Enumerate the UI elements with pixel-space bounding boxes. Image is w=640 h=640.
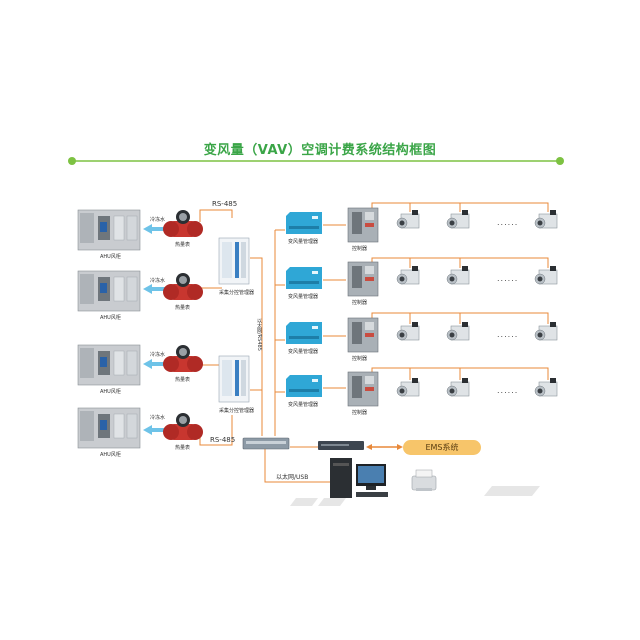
computer (330, 458, 388, 498)
energy-meter-label: 热量表 (175, 445, 191, 451)
energy-meter-label: 热量表 (175, 377, 191, 383)
vav-manager-label: 变风量管理器 (288, 402, 319, 408)
vav-manager (286, 375, 322, 397)
ethernet-switch (242, 437, 290, 450)
vav-manager-label: 变风量管理器 (288, 294, 319, 300)
ethernet-usb-label: 以太网/USB (276, 474, 309, 481)
vav-terminal-box (396, 322, 420, 341)
controller (347, 261, 379, 297)
energy-meter-label: 热量表 (175, 305, 191, 311)
controller-label: 控制器 (352, 246, 368, 252)
more-devices-ellipsis: ...... (497, 218, 519, 227)
vav-manager (286, 322, 322, 344)
chilled-water-label: 冷冻水 (150, 352, 166, 358)
ahu-label: AHU风柜 (100, 254, 121, 260)
ahu-label: AHU风柜 (100, 389, 121, 395)
footer-stripes (290, 486, 540, 506)
printer (411, 469, 437, 491)
ahu-unit (77, 407, 141, 449)
diagram-title: 变风量（VAV）空调计费系统结构框图 (203, 143, 437, 158)
vav-terminal-box (446, 322, 470, 341)
chilled-water-label: 冷冻水 (150, 415, 166, 421)
ahu-label: AHU风柜 (100, 315, 121, 321)
vav-terminal-box (396, 378, 420, 397)
vav-manager-label: 变风量管理器 (288, 349, 319, 355)
controller (347, 371, 379, 407)
vav-manager-label: 变风量管理器 (288, 239, 319, 245)
energy-meter-label: 热量表 (175, 242, 191, 248)
ems-arrow (366, 444, 403, 450)
vav-terminal-box (446, 378, 470, 397)
heat-meter (163, 210, 203, 237)
divider-dot-left (68, 157, 76, 165)
controller (347, 317, 379, 353)
heat-meter (163, 345, 203, 372)
controller-label: 控制器 (352, 356, 368, 362)
chilled-water-arrows (143, 224, 165, 435)
controller-label: 控制器 (352, 300, 368, 306)
server-router (318, 441, 364, 450)
vav-terminal-box (534, 322, 558, 341)
vav-terminal-box (446, 210, 470, 229)
vav-manager (286, 212, 322, 234)
vav-terminal-box (396, 210, 420, 229)
rs485-top-label: RS-485 (212, 200, 238, 208)
bus-label: 以太网/RS485 (256, 318, 262, 351)
vav-manager (286, 267, 322, 289)
ahu-label: AHU风柜 (100, 452, 121, 458)
ahu-unit (77, 270, 141, 312)
collector-cabinet (218, 355, 250, 403)
vav-terminal-box (446, 266, 470, 285)
rs485-bottom-label: RS-485 (210, 436, 236, 444)
vav-terminal-box (396, 266, 420, 285)
more-devices-ellipsis: ...... (497, 330, 519, 339)
ahu-unit (77, 209, 141, 251)
collector-label: 采集分控管理器 (219, 408, 255, 414)
chilled-water-label: 冷冻水 (150, 278, 166, 284)
heat-meter (163, 413, 203, 440)
ems-system-badge: EMS系统 (403, 440, 481, 455)
controller (347, 207, 379, 243)
vav-terminal-box (534, 210, 558, 229)
divider-dot-right (556, 157, 564, 165)
chilled-water-label: 冷冻水 (150, 217, 166, 223)
vav-terminal-box (534, 266, 558, 285)
vav-terminal-box (534, 378, 558, 397)
heat-meter (163, 273, 203, 300)
connection-lines (199, 202, 549, 483)
collector-cabinet (218, 237, 250, 285)
more-devices-ellipsis: ...... (497, 274, 519, 283)
more-devices-ellipsis: ...... (497, 386, 519, 395)
collector-label: 采集分控管理器 (219, 290, 255, 296)
ahu-unit (77, 344, 141, 386)
controller-label: 控制器 (352, 410, 368, 416)
